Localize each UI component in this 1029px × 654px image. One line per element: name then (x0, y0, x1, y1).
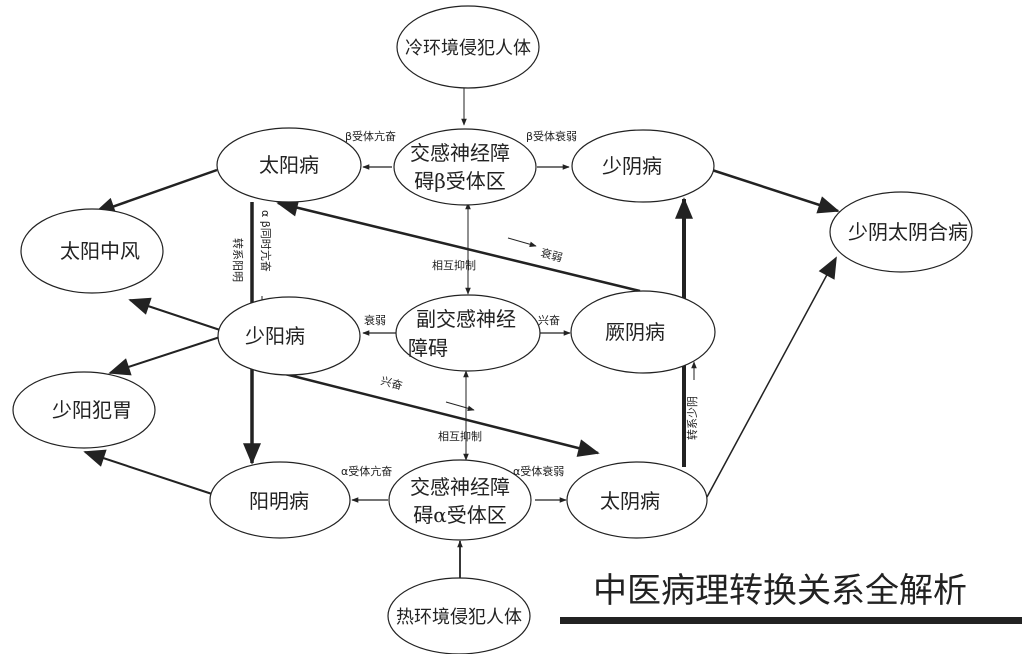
node-para-center-line1: 副交感神经 (416, 307, 516, 331)
node-beta-center-line1: 交感神经障 (410, 141, 510, 165)
node-shaoyang-fanwei-label: 少阳犯胃 (52, 398, 132, 422)
node-alpha-center-line1: 交感神经障 (410, 475, 510, 499)
node-para-center-line2: 障碍 (408, 336, 448, 360)
label-weak-left: 衰弱 (364, 313, 386, 327)
label-decline: 衰弱 (539, 245, 564, 264)
edge-shaoyang-to-zhongfeng (128, 297, 221, 331)
node-shaoyin: 少阴病 (571, 129, 715, 203)
label-alpha-weak: α受体衰弱 (513, 464, 564, 478)
label-excite-right: 兴奋 (538, 313, 560, 327)
label-alpha-hyper: α受体亢奋 (341, 464, 392, 478)
node-taiyang-label: 太阳病 (259, 153, 319, 177)
node-cold-env-label: 冷环境侵犯人体 (405, 38, 531, 59)
label-beta-weak: β受体衰弱 (526, 129, 577, 143)
label-beta-hyper: β受体亢奋 (345, 129, 396, 143)
label-alpha-beta-hyper: α β同时亢奋 (259, 210, 273, 272)
node-shaoyang-fanwei: 少阳犯胃 (12, 371, 156, 449)
edge-jueyin-to-taiyang (276, 198, 641, 293)
label-to-yangming: 转系阳明 (231, 238, 245, 282)
node-taiyang-zhongfeng: 太阳中风 (20, 208, 164, 294)
node-shaoyang: 少阳病 (217, 296, 361, 376)
label-mutual-inhibit-bottom: 相互抑制 (438, 429, 482, 443)
label-excite-diag: 兴奋 (379, 373, 404, 392)
node-shaoyin-taiyin: 少阴太阴合病 (829, 191, 973, 273)
node-alpha-center: 交感神经障 碍α受体区 (388, 459, 532, 541)
node-shaoyin-taiyin-label: 少阴太阴合病 (848, 220, 968, 244)
label-mutual-inhibit-top: 相互抑制 (432, 258, 476, 272)
tick-arrow-excite (445, 401, 475, 411)
label-to-shaoyin: 转系少阴 (685, 396, 699, 440)
node-hot-env: 热环境侵犯人体 (387, 577, 531, 654)
node-beta-center-line2: 碍β受体区 (414, 169, 506, 193)
edge-shaoyang-to-taiyin (284, 372, 600, 457)
node-jueyin: 厥阴病 (570, 290, 716, 374)
page-title: 中医病理转换关系全解析 (593, 571, 967, 611)
edge-shaoyin-to-hebing (711, 168, 840, 214)
node-yangming-label: 阳明病 (249, 489, 309, 513)
node-alpha-center-line2: 碍α受体区 (413, 503, 507, 527)
edge-yangming-to-fanwei (83, 449, 213, 495)
title-underline (560, 617, 1022, 624)
edge-taiyin-to-hebing (706, 256, 837, 498)
node-jueyin-label: 厥阴病 (605, 320, 665, 344)
node-para-center: 副交感神经 障碍 (395, 294, 541, 372)
node-cold-env: 冷环境侵犯人体 (396, 5, 540, 89)
node-taiyin-label: 太阴病 (600, 489, 660, 513)
node-taiyin: 太阴病 (566, 461, 708, 539)
node-shaoyang-label: 少阳病 (245, 324, 305, 348)
edge-shaoyang-to-fanwei (108, 336, 221, 376)
node-beta-center: 交感神经障 碍β受体区 (393, 128, 537, 206)
node-taiyang: 太阳病 (216, 127, 362, 203)
node-taiyang-zhongfeng-label: 太阳中风 (60, 239, 140, 263)
node-shaoyin-label: 少阴病 (602, 154, 662, 178)
node-hot-env-label: 热环境侵犯人体 (396, 607, 522, 628)
edge-taiyang-to-zhongfeng (93, 168, 218, 215)
tick-arrow-decline (507, 237, 537, 247)
node-yangming: 阳明病 (209, 461, 351, 539)
